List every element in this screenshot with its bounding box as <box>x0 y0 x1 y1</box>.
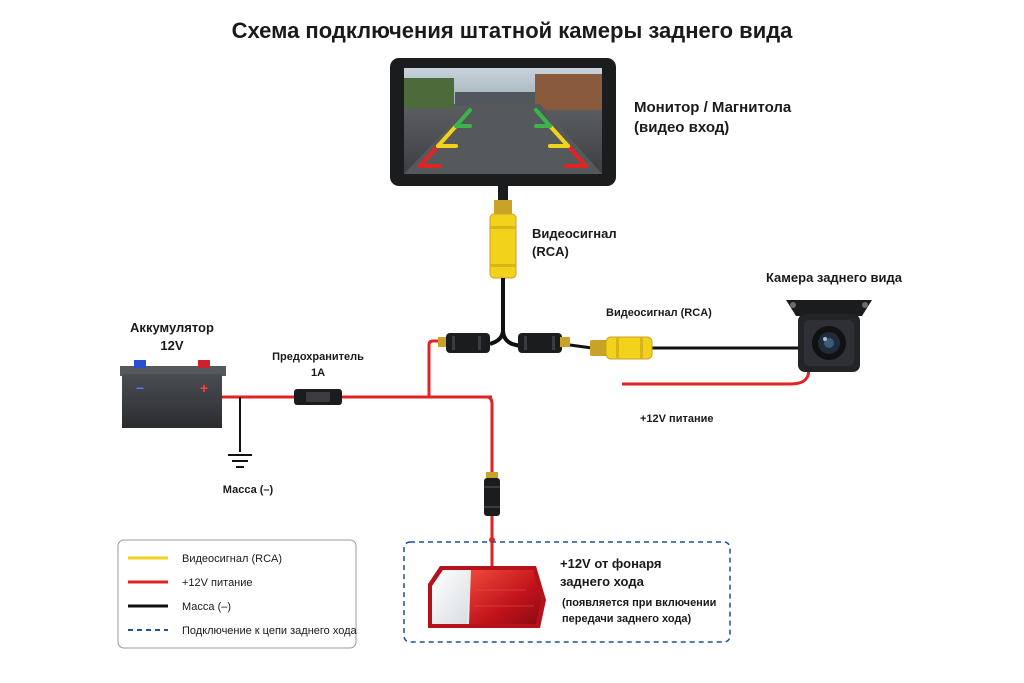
black-cable-split-right <box>501 329 521 348</box>
battery-label-line2: 12V <box>160 338 183 353</box>
battery-label-line1: Аккумулятор <box>130 320 214 335</box>
legend: Видеосигнал (RCA) +12V питание Масса (–)… <box>117 539 358 649</box>
fuse-label-line1: Предохранитель <box>272 351 364 363</box>
parking-guidelines <box>418 108 588 168</box>
battery: − + <box>120 360 226 428</box>
reverse-circuit-box <box>403 541 731 643</box>
monitor-label-line2: (видео вход) <box>634 119 729 136</box>
legend-item: Видеосигнал (RCA) <box>128 553 282 565</box>
rear-camera <box>786 300 872 372</box>
fuse-label-line2: 1А <box>311 367 325 379</box>
legend-item: Масса (–) <box>128 601 231 613</box>
legend-label: +12V питание <box>182 577 253 589</box>
legend-item: Подключение к цепи заднего хода <box>128 625 358 637</box>
video-signal-main-line1: Видеосигнал <box>532 226 617 241</box>
legend-item: +12V питание <box>128 577 253 589</box>
rca-connector-monitor <box>489 186 517 279</box>
monitor-cars <box>455 92 535 106</box>
monitor-road <box>404 104 602 174</box>
camera-power-label: +12V питание <box>640 413 714 425</box>
legend-label: Подключение к цепи заднего хода <box>182 625 358 637</box>
black-cable-split-left <box>489 278 505 346</box>
reverse-lamp-line2: заднего хода <box>560 574 645 589</box>
video-signal-main-line2: (RCA) <box>532 244 569 259</box>
reverse-lamp-line1: +12V от фонаря <box>560 556 662 571</box>
power-wire-to-adapter <box>427 339 440 397</box>
power-adapter-right <box>518 333 593 353</box>
legend-label: Видеосигнал (RCA) <box>182 553 282 565</box>
legend-label: Масса (–) <box>182 601 231 613</box>
battery-plus-sign: + <box>200 380 208 396</box>
monitor-fence <box>535 74 602 110</box>
camera-power-wire <box>622 365 811 386</box>
reverse-power-wire <box>487 395 494 478</box>
video-signal-camera-label: Видеосигнал (RCA) <box>606 307 712 319</box>
power-adapter-left <box>438 333 490 353</box>
monitor-label-line1: Монитор / Магнитола <box>634 99 792 116</box>
reverse-lamp-note2: передачи заднего хода) <box>562 613 692 625</box>
reverse-wire-connector <box>484 472 500 516</box>
reverse-lamp <box>428 566 546 628</box>
camera-label: Камера заднего вида <box>766 270 903 285</box>
fuse-holder <box>294 389 342 405</box>
battery-minus-sign: − <box>136 380 144 396</box>
rca-connector-camera <box>590 336 653 360</box>
ground-symbol <box>228 454 252 468</box>
legend-box <box>117 539 357 649</box>
monitor <box>390 58 616 186</box>
monitor-trees <box>404 78 454 108</box>
reverse-lamp-note1: (появляется при включении <box>562 597 716 609</box>
ground-label: Масса (–) <box>223 484 274 496</box>
diagram-title: Схема подключения штатной камеры заднего… <box>232 18 794 43</box>
